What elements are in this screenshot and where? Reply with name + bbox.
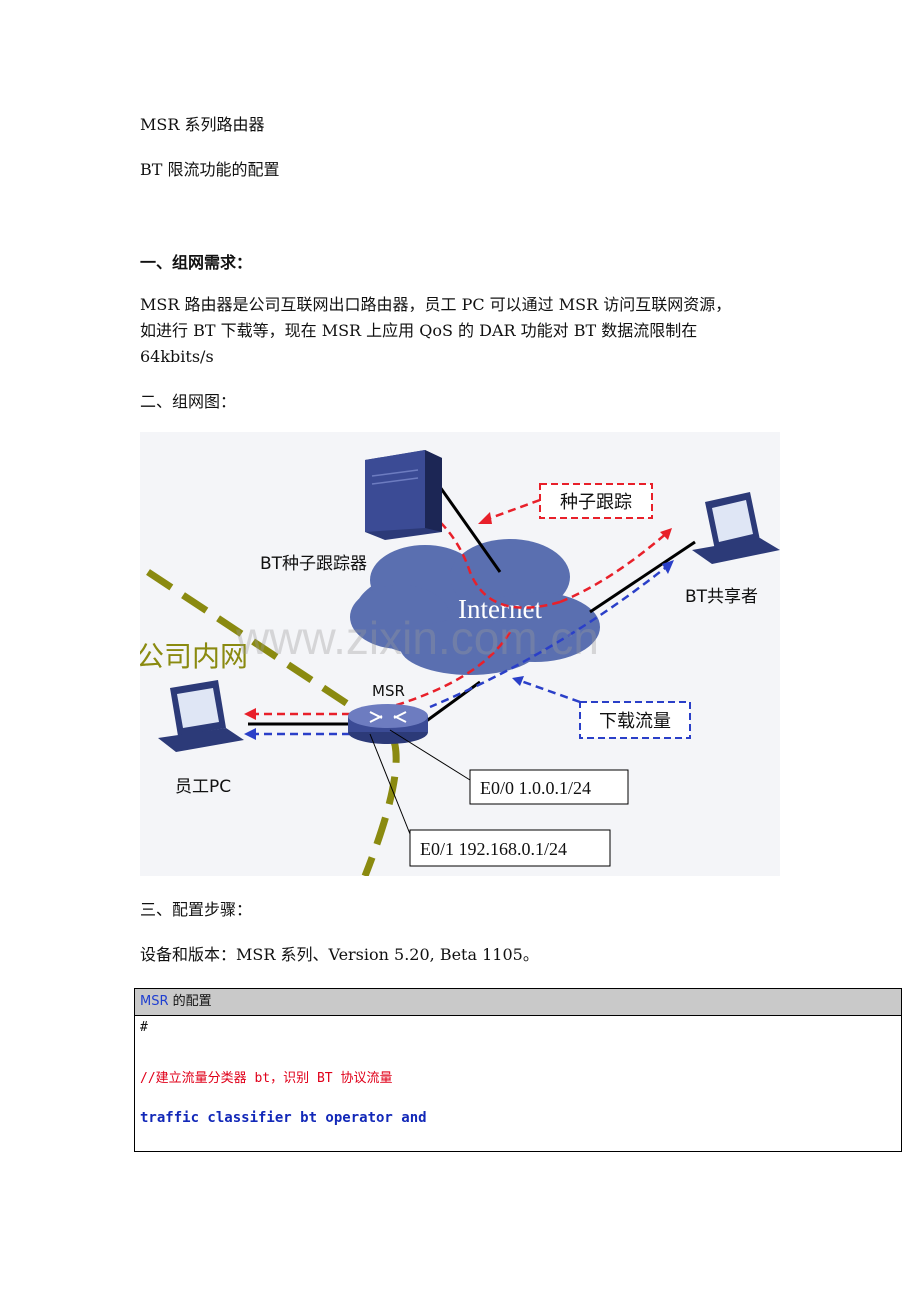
section1-para-line2: 如进行 BT 下载等，现在 MSR 上应用 QoS 的 DAR 功能对 BT 数… bbox=[140, 321, 698, 340]
e00-box bbox=[469, 769, 629, 805]
download-label-arrow bbox=[517, 678, 581, 704]
seed-path-msr bbox=[379, 631, 512, 712]
device-version-text: 设备和版本：MSR 系列、Version 5.20, Beta 1105。 bbox=[140, 945, 539, 964]
download-traffic-box bbox=[579, 701, 691, 739]
section3-heading: 三、配置步骤： bbox=[140, 900, 253, 919]
section2-heading: 二、组网图： bbox=[140, 392, 237, 411]
doc-title-line2: BT 限流功能的配置 bbox=[140, 160, 280, 179]
section1-heading: 一、组网需求： bbox=[140, 253, 253, 272]
link-tracker-internet bbox=[438, 486, 502, 573]
seed-path-internet bbox=[439, 521, 561, 609]
company-net-label: 公司内网 bbox=[140, 640, 248, 673]
e01-box bbox=[409, 829, 611, 867]
doc-title-line1: MSR 系列路由器 bbox=[140, 115, 265, 134]
msr-label: MSR bbox=[372, 682, 405, 700]
e01-label: E0/1 192.168.0.1/24 bbox=[420, 839, 567, 859]
tracker-label: BT种子跟踪器 bbox=[260, 554, 367, 574]
sharer-pc-icon bbox=[692, 492, 780, 564]
code-line-command: traffic classifier bt operator and bbox=[140, 1110, 427, 1126]
employee-pc-icon bbox=[158, 680, 244, 752]
watermark: www.zixin.com.cn bbox=[235, 612, 599, 664]
config-code-box: MSR 的配置 # //建立流量分类器 bt，识别 BT 协议流量 traffi… bbox=[134, 988, 902, 1152]
tracker-server-icon bbox=[365, 450, 442, 540]
download-traffic-label: 下载流量 bbox=[599, 711, 671, 732]
e00-callout-line bbox=[389, 729, 471, 781]
seed-arrow-to-sharer bbox=[559, 531, 669, 604]
seed-arrow-to-tracker bbox=[484, 498, 541, 522]
msr-router-icon bbox=[348, 704, 428, 744]
seed-tracking-box bbox=[539, 483, 653, 519]
e01-callout-line bbox=[369, 733, 411, 835]
link-internet-sharer bbox=[589, 540, 696, 614]
e00-label: E0/0 1.0.0.1/24 bbox=[480, 778, 591, 798]
seed-tracking-label: 种子跟踪 bbox=[560, 492, 632, 513]
code-header-prefix: MSR bbox=[140, 994, 169, 1009]
section1-para-line3: 64kbits/s bbox=[140, 347, 214, 366]
sharer-label: BT共享者 bbox=[685, 587, 758, 607]
section1-para-line1: MSR 路由器是公司互联网出口路由器，员工 PC 可以通过 MSR 访问互联网资… bbox=[140, 295, 732, 314]
internet-label: Internet bbox=[458, 594, 542, 624]
network-diagram: Internet BT种子跟踪器 种子跟踪 bbox=[140, 432, 780, 876]
code-box-header: MSR 的配置 bbox=[135, 989, 901, 1016]
employee-pc-label: 员工PC bbox=[175, 777, 231, 797]
code-header-suffix: 的配置 bbox=[168, 994, 212, 1009]
code-line-hash: # bbox=[140, 1020, 148, 1035]
code-line-comment: //建立流量分类器 bt，识别 BT 协议流量 bbox=[140, 1071, 393, 1086]
internet-cloud bbox=[350, 539, 600, 675]
